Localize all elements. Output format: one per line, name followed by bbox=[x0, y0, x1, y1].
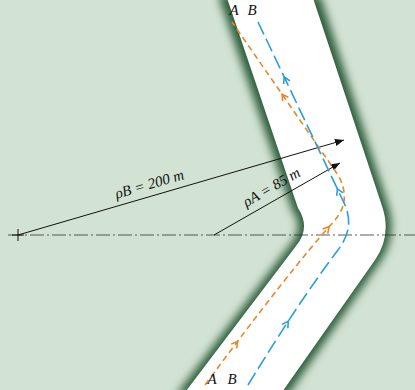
direction-arrow bbox=[281, 76, 290, 84]
path-label: A bbox=[229, 3, 238, 18]
path-a bbox=[205, 22, 344, 385]
path-b bbox=[248, 22, 349, 385]
path-label: B bbox=[227, 372, 236, 387]
direction-arrow bbox=[231, 339, 240, 348]
direction-arrow bbox=[322, 224, 331, 233]
road bbox=[183, 0, 386, 390]
road-shadow bbox=[176, 0, 392, 390]
path-label: A bbox=[207, 372, 216, 387]
direction-arrow bbox=[334, 187, 343, 195]
path-label: B bbox=[247, 3, 256, 18]
center-line bbox=[8, 235, 415, 236]
radius-line bbox=[18, 140, 344, 235]
direction-arrow bbox=[282, 319, 291, 328]
radius-line bbox=[214, 163, 340, 235]
direction-arrow bbox=[279, 92, 288, 101]
